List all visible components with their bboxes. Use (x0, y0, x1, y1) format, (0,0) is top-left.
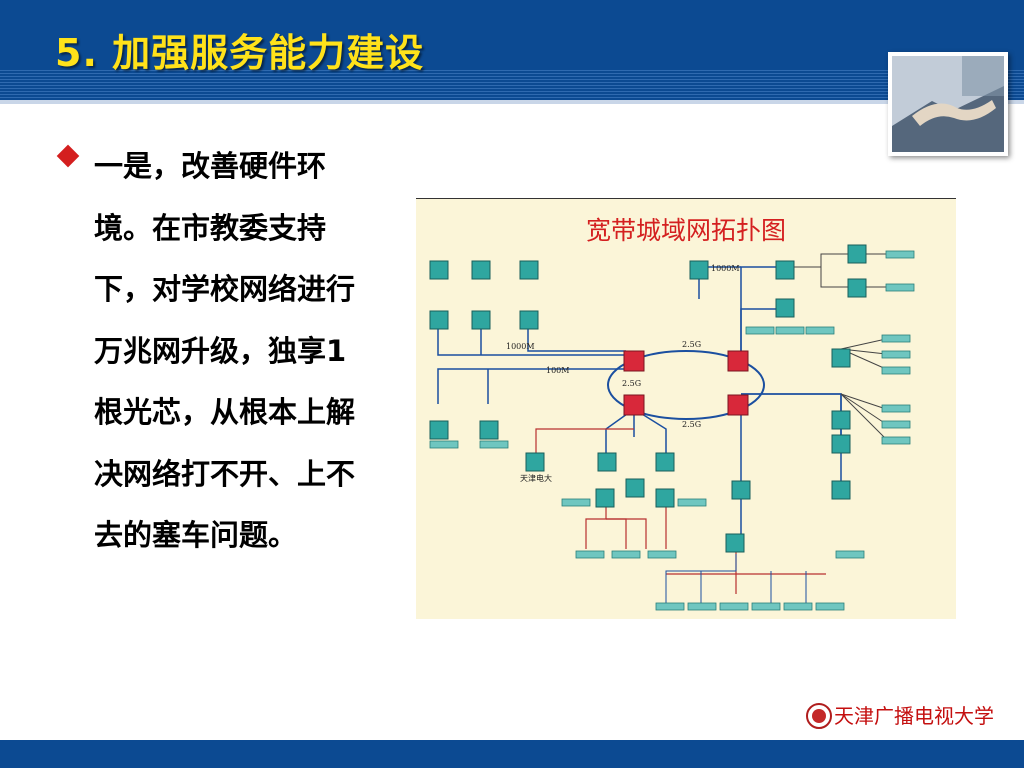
link-label: 2.5G (682, 420, 701, 429)
switch-node-group (429, 244, 867, 553)
flat-switch (881, 436, 911, 445)
switch-node (847, 244, 867, 264)
red-links (535, 428, 826, 594)
switch-node (731, 480, 751, 500)
network-topology-diagram: 2.5G 2.5G 2.5G 1000M 1000M 100M 天津电大 宽带城… (416, 198, 956, 619)
flat-switch (647, 550, 677, 559)
switch-node (655, 452, 675, 472)
link-label: 1000M (506, 342, 535, 351)
switch-node (429, 260, 449, 280)
flat-switch (881, 420, 911, 429)
switch-node (519, 260, 539, 280)
router-node (623, 350, 645, 372)
switch-node (831, 410, 851, 430)
link-label: 2.5G (682, 340, 701, 349)
diagram-title: 宽带城域网拓扑图 (585, 216, 786, 245)
flat-switch (561, 498, 591, 507)
switch-node (429, 310, 449, 330)
switch-node (775, 298, 795, 318)
handshake-icon (892, 56, 1004, 152)
core-label: 天津电大 (520, 473, 552, 483)
switch-node (525, 452, 545, 472)
topology-graphic: 2.5G 2.5G 2.5G 1000M 1000M 100M 天津电大 (429, 244, 915, 611)
header-bar: 5. 加强服务能力建设 (0, 0, 1024, 100)
backbone-ring (607, 350, 765, 420)
flat-switch (815, 602, 845, 611)
link-label: 2.5G (622, 379, 641, 388)
footer-institution: 天津广播电视大学 (834, 704, 994, 728)
flat-switch (575, 550, 605, 559)
switch-node (595, 488, 615, 508)
flat-switch (881, 404, 911, 413)
switch-node (775, 260, 795, 280)
switch-node (597, 452, 617, 472)
flat-switch (835, 550, 865, 559)
header-divider (0, 100, 1024, 104)
link-label: 100M (546, 366, 569, 375)
slide-title: 5. 加强服务能力建设 (55, 31, 425, 75)
flat-switch (881, 366, 911, 375)
diamond-bullet-icon (56, 144, 80, 168)
router-node (727, 350, 749, 372)
core-router-group (623, 350, 749, 416)
flat-switch (677, 498, 707, 507)
switch-node (831, 348, 851, 368)
flat-switch (745, 326, 775, 335)
flat-switch (881, 334, 911, 343)
flat-switch-group (429, 250, 915, 611)
flat-switch (429, 440, 459, 449)
switch-node (479, 420, 499, 440)
switch-node (429, 420, 449, 440)
flat-switch (881, 350, 911, 359)
flat-switch (783, 602, 813, 611)
flat-switch (719, 602, 749, 611)
switch-node (471, 310, 491, 330)
flat-switch (805, 326, 835, 335)
router-node (623, 394, 645, 416)
handshake-photo (888, 52, 1008, 156)
bottom-links (665, 554, 807, 604)
flat-switch (775, 326, 805, 335)
flat-switch (885, 283, 915, 292)
switch-node (725, 533, 745, 553)
router-node (727, 394, 749, 416)
switch-node (655, 488, 675, 508)
bullet-paragraph: 一是，改善硬件环境。在市教委支持下，对学校网络进行万兆网升级，独享1根光芯，从根… (94, 149, 356, 552)
switch-node (625, 478, 645, 498)
switch-node (519, 310, 539, 330)
switch-node (831, 480, 851, 500)
switch-node (847, 278, 867, 298)
header-stripes (0, 70, 1024, 100)
flat-switch (655, 602, 685, 611)
flat-switch (885, 250, 915, 259)
university-logo-icon (806, 703, 832, 729)
link-label-group: 2.5G 2.5G 2.5G 1000M 1000M 100M 天津电大 (506, 264, 740, 483)
flat-switch (751, 602, 781, 611)
switch-node (471, 260, 491, 280)
flat-switch (611, 550, 641, 559)
switch-node (831, 434, 851, 454)
switch-node (689, 260, 709, 280)
flat-switch (687, 602, 717, 611)
flat-switch (479, 440, 509, 449)
footer-bar (0, 740, 1024, 768)
link-label: 1000M (711, 264, 740, 273)
